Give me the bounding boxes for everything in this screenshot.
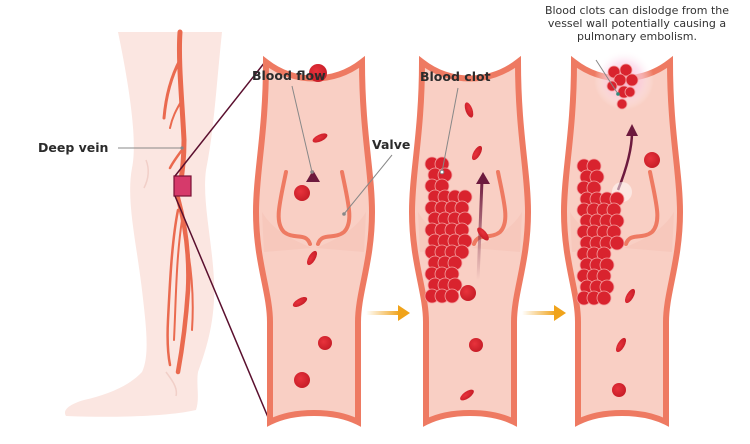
blood-clot [576,158,625,306]
red-blood-cell [309,64,327,82]
panel-clot-forming [408,55,532,427]
red-blood-cell-side [306,250,318,266]
red-blood-cell-side [471,145,483,161]
clot-cell [454,244,470,260]
red-blood-cell [460,285,476,301]
clot-cell [616,98,628,110]
red-blood-cell [294,372,310,388]
red-blood-cell-side [292,296,308,308]
valve-shadow [624,212,674,252]
valve-leader-dot [342,212,346,216]
zoom-line-bottom [174,195,271,423]
valve-shadow [262,212,312,252]
knee-line [143,159,149,189]
flow-arrow-head [306,170,320,182]
red-blood-cell [318,336,332,350]
valve-shadow [472,212,522,252]
clot-cell [624,86,636,98]
flow-arrow-head [476,172,490,184]
vessel-panels [252,50,684,427]
deep-vein-leader-dot [180,146,184,150]
embolism-leader [595,59,619,95]
embolism-caption: Blood clots can dislodge from the vessel… [532,4,742,43]
valve-leaflet-left [276,170,312,246]
panel-clot-dislodging [560,50,684,427]
valve-shadow [316,212,366,252]
blood-clot [424,156,473,304]
clot-cell [596,290,612,306]
blood-flow-leader-dot [310,170,314,174]
panel-normal-vein [252,55,376,427]
leg-veins [162,29,194,375]
red-blood-cell-side [477,227,489,241]
red-blood-cell-side [464,102,474,118]
red-blood-cell-side [615,337,627,353]
dislodge-arrow-head [626,124,638,136]
zoom-line-top [174,61,266,177]
red-blood-cell-side [624,288,636,304]
blood-clot-label: Blood clot [420,69,491,84]
clot-cell [609,235,625,251]
valve-leaflet-right [316,170,352,246]
blood-flow-label: Blood flow [252,68,326,83]
caption-line-1: Blood clots can dislodge from the [544,4,730,17]
clot-cell [619,63,633,77]
caption-line-3: pulmonary embolism. [577,30,697,43]
zoom-region-box [173,175,192,197]
red-blood-cell-side [460,389,474,401]
blood-flow-leader [291,85,313,173]
ankle-line [165,371,178,397]
progress-arrow-1 [366,305,410,321]
red-blood-cell [612,383,626,397]
embolism-leader-dot [616,92,620,96]
red-blood-cell [294,185,310,201]
valve-label: Valve [372,137,411,152]
clot-cell [444,288,460,304]
red-blood-cell-side [312,133,328,143]
clot-cell [625,73,639,87]
red-blood-cell [644,152,660,168]
valve-leader [343,154,393,215]
blood-clot-leader-dot [439,169,445,175]
red-blood-cell [469,338,483,352]
valve-leaflet-right [624,170,660,246]
caption-line-2: vessel wall potentially causing a [547,17,727,30]
progress-arrow-2 [522,305,566,321]
leg-silhouette [64,32,222,417]
deep-vein-label: Deep vein [38,140,109,155]
blood-clot [606,63,639,110]
leg-illustration [64,29,271,423]
blood-clot-leader [441,87,459,173]
